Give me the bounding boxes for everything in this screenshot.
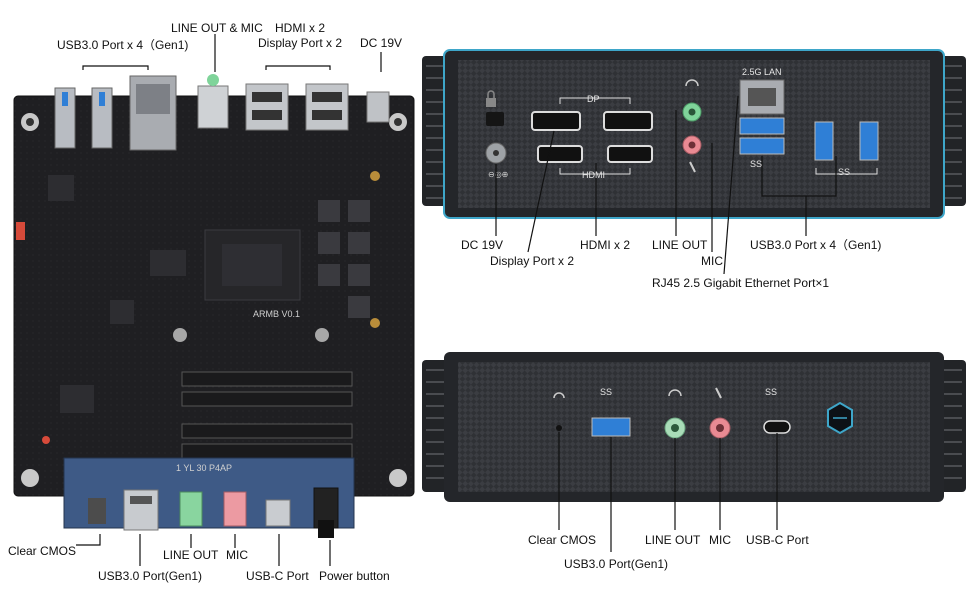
label-lineout-board: LINE OUT [163, 548, 219, 562]
sodimm-slot [181, 423, 353, 439]
ss-badge-left: SS [750, 159, 763, 169]
label-front-mic: MIC [709, 533, 731, 547]
label-rear-lineout: LINE OUT [652, 238, 708, 252]
rear-hdmi-port [607, 145, 653, 163]
label-rear-dc: DC 19V [461, 238, 504, 252]
sodimm-slot [181, 371, 353, 387]
front-usbc-port [763, 420, 791, 434]
chip [150, 250, 186, 276]
front-io-board [63, 457, 355, 529]
chip [48, 175, 74, 201]
label-dc-top: DC 19V [360, 36, 403, 50]
rear-usb-port [814, 121, 834, 161]
label-hdmi-top: HDMI x 2 [275, 21, 326, 35]
sodimm-slot [181, 443, 353, 459]
dc-jack [366, 91, 390, 123]
label-clear-cmos-board: Clear CMOS [8, 544, 77, 558]
sodimm-slot [181, 391, 353, 407]
hdmi-dp-stack [305, 83, 349, 131]
clear-cmos-hole [556, 425, 562, 431]
label-front-clear-cmos: Clear CMOS [528, 533, 597, 547]
label-rear-dp: Display Port x 2 [490, 254, 575, 268]
label-usb-front-board: USB3.0 Port(Gen1) [98, 569, 203, 583]
audio-jack-block [197, 85, 229, 129]
hdmi-badge: HDMI [582, 170, 605, 180]
label-mic-board: MIC [226, 548, 248, 562]
headphone-icon [668, 389, 682, 397]
ss-badge-usbc: SS [765, 387, 778, 397]
clear-cmos-hole [88, 498, 106, 524]
front-panel [422, 352, 966, 552]
svg-text:⊖◎⊕: ⊖◎⊕ [488, 170, 508, 179]
silkscreen-text-2: 1 YL 30 P4AP [176, 463, 233, 473]
lan-badge: 2.5G LAN [742, 67, 782, 77]
lock-icon [486, 90, 496, 107]
rear-usb-port [859, 121, 879, 161]
front-usb-port [591, 417, 631, 437]
label-front-usb: USB3.0 Port(Gen1) [564, 557, 669, 571]
label-front-lineout: LINE OUT [645, 533, 701, 547]
chip [110, 300, 134, 324]
motherboard-illustration [13, 34, 415, 566]
label-dp-top: Display Port x 2 [258, 36, 343, 50]
rear-hdmi-port [537, 145, 583, 163]
front-mic-jack [223, 491, 247, 527]
mic-icon [715, 387, 722, 399]
label-lineout-mic: LINE OUT & MIC [171, 21, 263, 35]
chassis-illustration: ⊖◎⊕ [422, 49, 966, 552]
motherboard-view: USB3.0 Port x 4（Gen1) LINE OUT & MIC HDM… [0, 0, 420, 600]
dp-badge: DP [587, 94, 600, 104]
label-usbc-board: USB-C Port [246, 569, 309, 583]
mount-hole [389, 469, 407, 487]
rear-usb-port [739, 117, 785, 135]
ss-badge-usb: SS [600, 387, 613, 397]
chassis-views: ⊖◎⊕ [420, 0, 970, 600]
front-lineout-jack [179, 491, 203, 527]
label-rear-hdmi: HDMI x 2 [580, 238, 631, 252]
rear-dp-port [531, 111, 581, 131]
hdmi-dp-stack [245, 83, 289, 131]
rear-usb-port [739, 137, 785, 155]
silkscreen-text: ARMB V0.1 [253, 309, 301, 319]
label-usb-top: USB3.0 Port x 4（Gen1) [57, 38, 189, 52]
ss-badge-right: SS [838, 167, 851, 177]
label-rear-usb: USB3.0 Port x 4（Gen1) [750, 238, 882, 252]
headphone-icon [685, 79, 699, 87]
label-power-board: Power button [319, 569, 390, 583]
chip [60, 385, 94, 413]
usb-port-top [91, 87, 113, 149]
rear-panel: ⊖◎⊕ [422, 49, 966, 275]
label-front-usbc: USB-C Port [746, 533, 809, 547]
front-usbc-port [265, 499, 291, 527]
clear-cmos-icon [553, 392, 565, 399]
rear-dp-port [603, 111, 653, 131]
label-rear-rj45: RJ45 2.5 Gigabit Ethernet Port×1 [652, 276, 830, 290]
mount-hole [21, 469, 39, 487]
label-rear-mic: MIC [701, 254, 723, 268]
usb-port-top [54, 87, 76, 149]
mic-icon [689, 161, 696, 173]
